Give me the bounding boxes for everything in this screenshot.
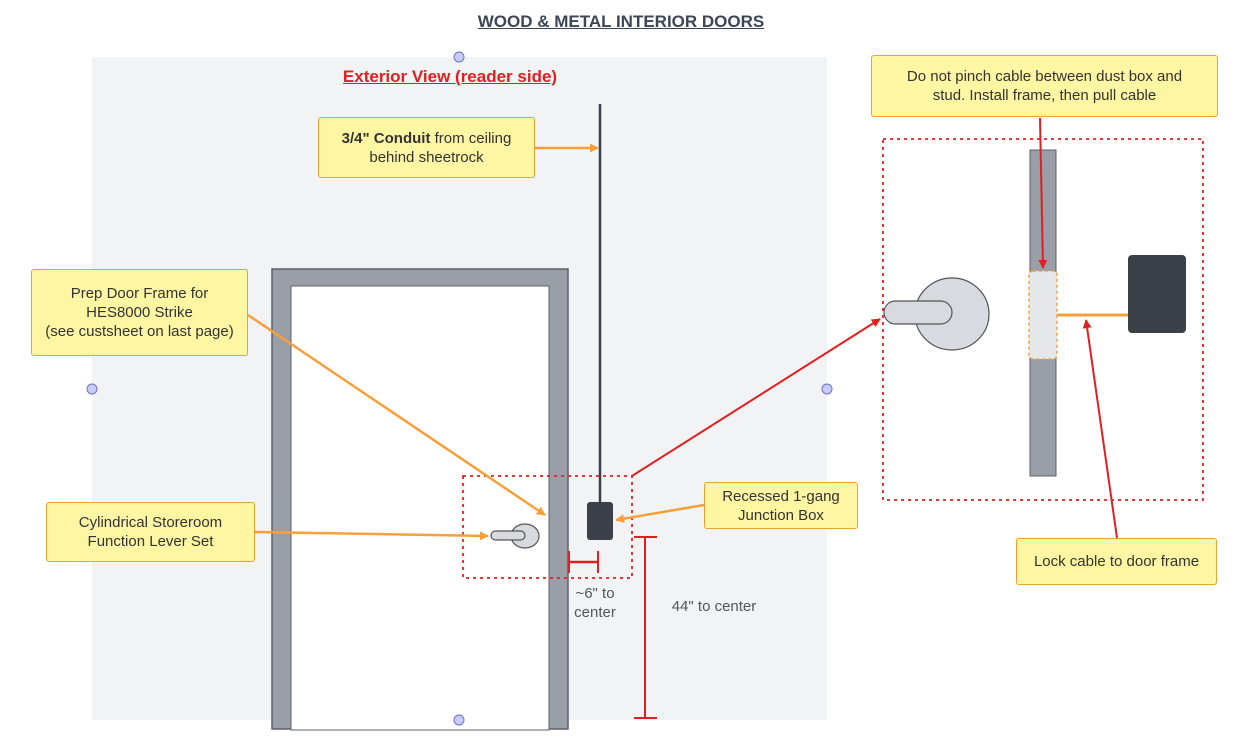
arrow-to-detail (631, 318, 881, 477)
lock-cable-line1: Lock cable to door frame (1033, 553, 1200, 570)
arrow-lever-set (254, 530, 489, 541)
detail-region (882, 138, 1204, 501)
page-title: WOOD & METAL INTERIOR DOORS (477, 12, 765, 31)
conduit-callout-line2: behind sheetrock (369, 148, 484, 166)
anchor-left[interactable] (86, 383, 98, 395)
lever-set-line2: Function Lever Set (87, 533, 214, 550)
anchor-bottom[interactable] (453, 714, 465, 726)
lever-set-callout[interactable]: Cylindrical Storeroom Function Lever Set (46, 502, 255, 562)
arrow-lock-cable (1082, 319, 1118, 539)
prep-frame-callout[interactable]: Prep Door Frame for HES8000 Strike (see … (31, 269, 248, 356)
prep-frame-line1: Prep Door Frame for (70, 285, 209, 302)
detail-lever-handle (883, 300, 953, 325)
conduit-callout-bold: 3/4" Conduit (341, 129, 431, 147)
junction-box-callout[interactable]: Recessed 1-gang Junction Box (704, 482, 858, 529)
lock-cable-callout[interactable]: Lock cable to door frame (1016, 538, 1217, 585)
conduit-callout[interactable]: 3/4" Conduit from ceiling behind sheetro… (318, 117, 535, 178)
pinch-warning-line2: stud. Install frame, then pull cable (932, 87, 1157, 104)
offset-label-line1: ~6" to (575, 585, 615, 602)
junction-box-line2: Junction Box (738, 506, 824, 524)
anchor-top[interactable] (453, 51, 465, 63)
detail-dust-box (1028, 270, 1058, 360)
pinch-warning-line1: Do not pinch cable between dust box and (906, 68, 1183, 85)
lever-handle (490, 530, 526, 541)
junction-box-line1: Recessed 1-gang (722, 487, 840, 505)
arrow-prep-frame (247, 313, 546, 517)
prep-frame-line2: HES8000 Strike (86, 304, 193, 321)
junction-box (587, 502, 613, 540)
hardware-region (462, 475, 633, 579)
offset-label-line2: center (574, 604, 616, 621)
arrow-junction-box (615, 503, 705, 524)
pinch-warning-callout[interactable]: Do not pinch cable between dust box and … (871, 55, 1218, 117)
arrow-pinch-warning (1038, 117, 1048, 269)
view-subtitle: Exterior View (reader side) (342, 67, 558, 86)
conduit-callout-text: from ceiling (430, 129, 512, 147)
lever-set-line1: Cylindrical Storeroom (78, 514, 223, 531)
height-label: 44" to center (671, 598, 757, 615)
anchor-right[interactable] (821, 383, 833, 395)
door-opening (290, 285, 550, 731)
prep-frame-line3: (see custsheet on last page) (45, 323, 234, 340)
detail-junction-box (1128, 255, 1186, 333)
offset-label: ~6" to center (560, 584, 630, 622)
